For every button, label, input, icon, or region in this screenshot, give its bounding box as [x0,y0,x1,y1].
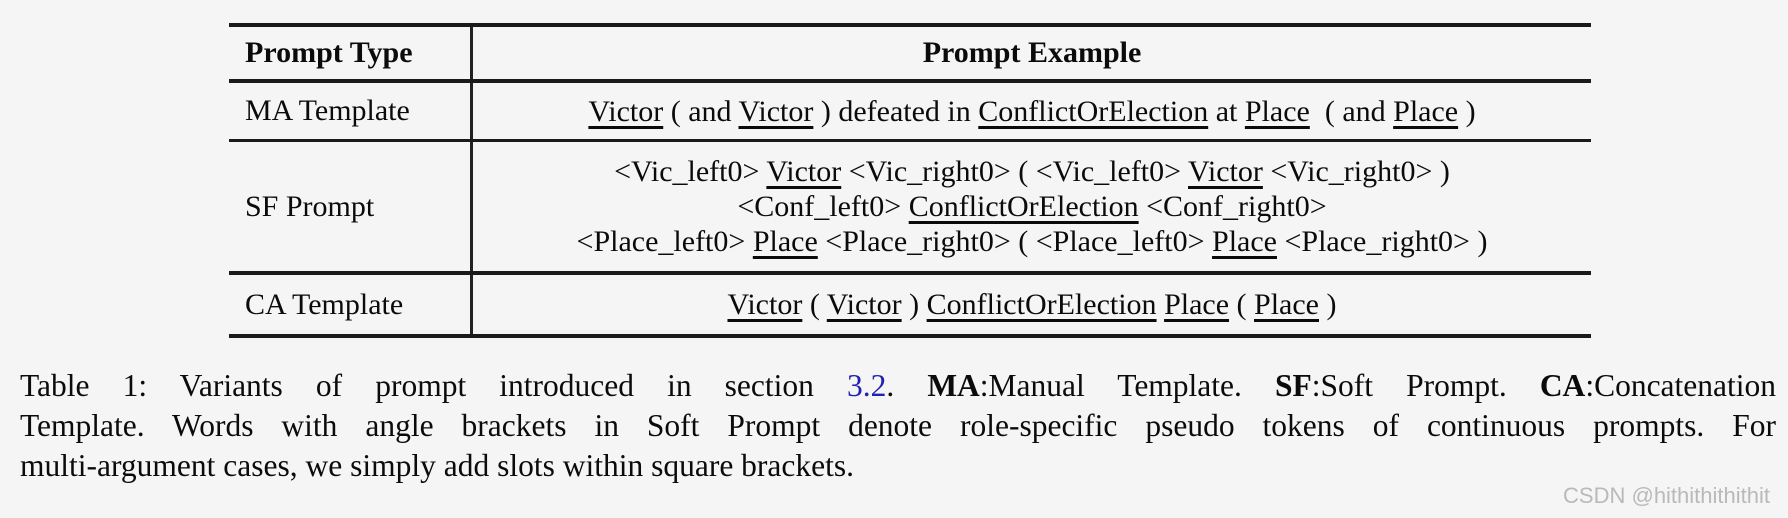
slot-token: Victor [738,94,814,128]
table-row-sf-prompt: SF Prompt <Vic_left0> Victor <Vic_right0… [229,142,1591,275]
text-segment: ( and [1309,94,1394,128]
text-segment: <Vic_left0> [614,155,767,188]
table-row-ca-template: CA Template Victor ( Victor ) ConflictOr… [229,275,1591,334]
text-segment [1157,288,1165,321]
text-segment: <Vic_right0> ( <Vic_left0> [841,155,1189,188]
slot-token: Place [752,225,818,258]
table-caption: Table 1: Variants of prompt introduced i… [20,366,1776,486]
text-segment: ) [901,288,927,321]
slot-token: Place [1393,94,1459,128]
text-segment: <Conf_left0> [737,190,909,223]
row-label-ca-template: CA Template [229,275,473,334]
slot-token: Victor [826,288,902,321]
text-segment: <Place_left0> [576,225,753,258]
text-segment: Table 1: Variants of prompt introduced i… [20,368,847,403]
slot-token: ConflictOrElection [926,288,1157,321]
example-line: <Conf_left0> ConflictOrElection <Conf_ri… [473,189,1591,224]
text-segment: <Place_right0> ) [1276,225,1488,258]
slot-token: Victor [766,155,842,188]
slot-token: Victor [588,94,664,128]
example-line: <Place_left0> Place <Place_right0> ( <Pl… [473,224,1591,259]
slot-token: Victor [727,288,803,321]
slot-token: ConflictOrElection [908,190,1139,223]
text-segment: ( [802,288,827,321]
text-segment: <Vic_right0> ) [1262,155,1450,188]
text-segment: CA [1539,368,1586,403]
header-cell-prompt-type: Prompt Type [229,27,473,79]
text-segment: ( and [663,94,739,128]
text-segment: :Soft Prompt. [1311,368,1540,403]
text-segment: . [886,368,928,403]
slot-token: Place [1254,288,1319,321]
text-segment: <Conf_right0> [1138,190,1327,223]
prompt-variants-table: Prompt Type Prompt Example MA Template V… [229,23,1591,338]
row-example-sf-prompt: <Vic_left0> Victor <Vic_right0> ( <Vic_l… [473,142,1591,271]
slot-token: Place [1164,288,1230,321]
table-header-row: Prompt Type Prompt Example [229,27,1591,83]
row-example-ca-template: Victor ( Victor ) ConflictOrElection Pla… [473,275,1591,334]
text-segment: MA [927,368,980,403]
slot-token: Place [1244,94,1310,128]
example-line: Victor ( Victor ) ConflictOrElection Pla… [473,287,1591,322]
text-segment: :Manual Template. [979,368,1275,403]
header-cell-prompt-example: Prompt Example [922,36,1142,69]
text-segment: ) [1319,288,1337,321]
text-segment: ) defeated in [813,94,979,128]
slot-token: Victor [1188,155,1263,188]
csdn-watermark: CSDN @hithithithithit [1563,483,1770,508]
row-label-sf-prompt: SF Prompt [229,142,473,271]
caption-line-3: multi-argument cases, we simply add slot… [20,446,1776,486]
row-example-ma-template: Victor ( and Victor ) defeated in Confli… [473,83,1591,139]
slot-token: Place [1212,225,1277,258]
text-segment: SF [1274,368,1312,403]
row-label-ma-template: MA Template [229,83,473,139]
slot-token: ConflictOrElection [978,94,1209,128]
example-line: <Vic_left0> Victor <Vic_right0> ( <Vic_l… [473,154,1591,189]
caption-line-2: Template. Words with angle brackets in S… [20,406,1776,446]
caption-line-1: Table 1: Variants of prompt introduced i… [20,366,1776,406]
example-line: Victor ( and Victor ) defeated in Confli… [473,94,1591,129]
text-segment: at [1208,94,1245,128]
section-link[interactable]: 3.2 [846,368,887,403]
text-segment: ) [1458,94,1476,128]
text-segment: ( [1229,288,1255,321]
text-segment: <Place_right0> ( <Place_left0> [817,225,1213,258]
text-segment: :Concatenation [1585,368,1777,403]
text-segment: Template. Words with angle brackets in S… [20,408,1776,443]
text-segment: multi-argument cases, we simply add slot… [20,448,854,483]
table-row-ma-template: MA Template Victor ( and Victor ) defeat… [229,83,1591,142]
